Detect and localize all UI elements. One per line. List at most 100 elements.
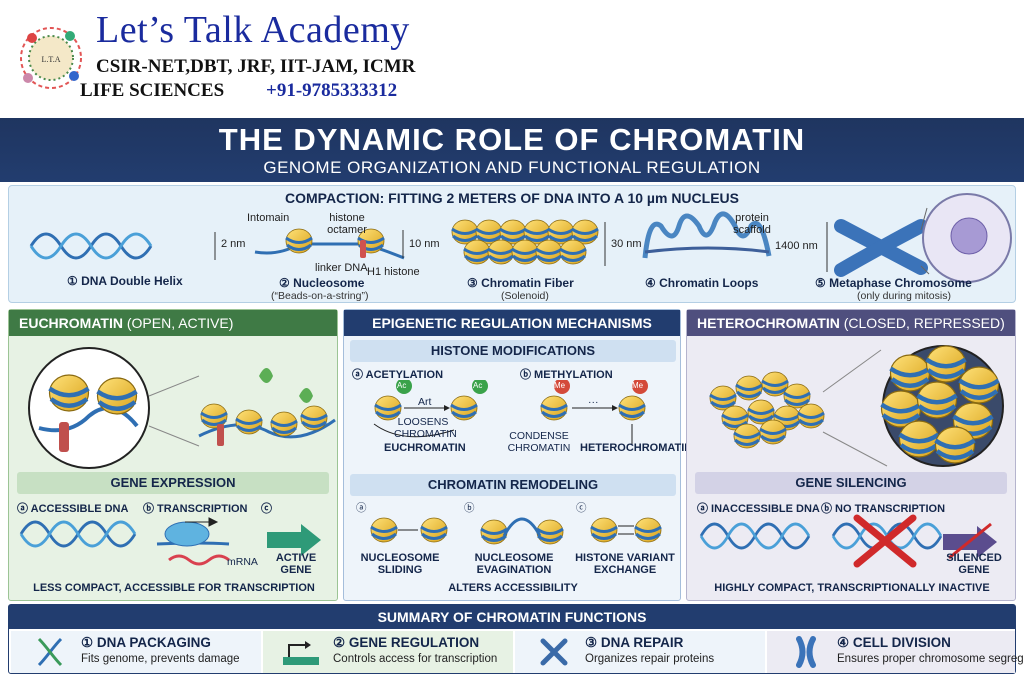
euchromatin-result: EUCHROMATIN: [384, 442, 466, 454]
linker-dna-strand: [254, 242, 405, 260]
het-item-b: ⓑ NO TRANSCRIPTION: [821, 503, 946, 515]
academy-logo-icon: L.T.A: [20, 27, 82, 89]
gene-silencing-header: GENE SILENCING: [695, 472, 1007, 494]
summary-section: SUMMARY OF CHROMATIN FUNCTIONS ① DNA PAC…: [8, 604, 1024, 674]
acetylation-label: ⓐ ACETYLATION: [352, 369, 444, 381]
remodel-a: ⓐ: [356, 502, 367, 514]
heterochromatin-note: (CLOSED, REPRESSED): [843, 315, 1005, 331]
summary-gene-regulation: ② GENE REGULATION Controls access for tr…: [263, 631, 513, 673]
ac-badge-2: Ac: [473, 381, 483, 390]
heterochromatin-title: HETEROCHROMATIN: [697, 315, 840, 331]
compaction-diagram: [29, 193, 1012, 283]
metaphase-chromosome-graphic: [834, 219, 928, 277]
tools-icon: [540, 638, 568, 666]
brand-header: L.T.A Let’s Talk Academy CSIR-NET,DBT, J…: [0, 0, 1024, 118]
stage-metaphase-chromosome: ⑤ Metaphase Chromosome: [815, 276, 972, 290]
euchromatin-note: (OPEN, ACTIVE): [126, 315, 234, 331]
euchromatin-caption: LESS COMPACT, ACCESSIBLE FOR TRANSCRIPTI…: [33, 582, 315, 594]
chromatin-loops-graphic: [642, 211, 772, 259]
stage-nucleosome: ② Nucleosome: [279, 276, 365, 290]
mrna-label: mRNA: [227, 556, 258, 568]
page-title: THE DYNAMIC ROLE OF CHROMATIN: [218, 122, 806, 157]
chromosome-icon: [796, 636, 816, 668]
me-badge-1: Me: [554, 381, 566, 390]
euchromatin-panel: EUCHROMATIN (OPEN, ACTIVE) GENE EXPRESSI…: [8, 309, 338, 601]
eu-item-b: ⓑ TRANSCRIPTION: [143, 503, 248, 515]
ac-badge-1: Ac: [397, 381, 407, 390]
gene-expression-graphic: [19, 517, 321, 566]
methylation-label: ⓑ METHYLATION: [520, 369, 613, 381]
stage-dna-helix: ① DNA Double Helix: [67, 274, 183, 288]
gene-expression-header: GENE EXPRESSION: [17, 472, 329, 494]
remodeling-header: CHROMATIN REMODELING: [350, 474, 676, 496]
silenced-gene-label: SILENCED GENE: [946, 552, 1002, 576]
chromatin-fiber-graphic: [450, 218, 600, 266]
remodel-b: ⓑ: [464, 502, 475, 514]
summary-cell-division: ④ CELL DIVISION Ensures proper chromosom…: [767, 631, 1024, 673]
nucleosome-note: (“Beads-on-a-string”): [271, 290, 369, 302]
remodeling-graphic: [369, 516, 663, 546]
nucleosome-size: 10 nm: [409, 238, 440, 250]
me-badge-2: Me: [632, 381, 644, 390]
heterochromatin-graphic: [708, 336, 1004, 467]
fiber-note: (Solenoid): [501, 290, 549, 302]
euchromatin-graphic: [28, 347, 336, 469]
summary-desc-3: Organizes repair proteins: [585, 653, 715, 665]
histone-mod-graphic: [373, 380, 648, 444]
fiber-size: 30 nm: [611, 238, 642, 250]
summary-dna-repair: ③ DNA REPAIR Organizes repair proteins: [515, 631, 765, 673]
summary-title-2: ② GENE REGULATION: [333, 635, 480, 650]
gene-silencing-graphic: [699, 514, 997, 568]
epigenetic-panel: EPIGENETIC REGULATION MECHANISMS HISTONE…: [343, 309, 692, 601]
chromosome-size: 1400 nm: [775, 240, 818, 252]
tag-protein-scaffold: protein scaffold: [733, 212, 771, 236]
dna-helix-graphic: [29, 232, 153, 260]
evagination-label: NUCLEOSOME EVAGINATION: [474, 552, 554, 576]
stage-chromatin-fiber: ③ Chromatin Fiber: [467, 276, 574, 290]
h1-histone-mark: [360, 240, 366, 258]
brand-name: Let’s Talk Academy: [96, 9, 410, 51]
summary-desc-1: Fits genome, prevents damage: [81, 653, 240, 665]
summary-title-4: ④ CELL DIVISION: [837, 635, 951, 650]
variant-label: HISTONE VARIANT EXCHANGE: [575, 552, 675, 576]
summary-title: SUMMARY OF CHROMATIN FUNCTIONS: [9, 605, 1015, 629]
heterochromatin-caption: HIGHLY COMPACT, TRANSCRIPTIONALLY INACTI…: [714, 582, 990, 594]
tag-linker-dna: linker DNA: [315, 262, 368, 274]
brand-phone: +91-9785333312: [266, 80, 398, 101]
chromosome-note: (only during mitosis): [857, 290, 951, 302]
tag-intomain: Intomain: [247, 212, 290, 224]
dots-label: ···: [588, 396, 599, 408]
euchromatin-header: EUCHROMATIN (OPEN, ACTIVE): [9, 310, 337, 336]
heterochromatin-header: HETEROCHROMATIN (CLOSED, REPRESSED): [687, 310, 1015, 336]
brand-subject: LIFE SCIENCES: [80, 80, 225, 101]
het-item-a: ⓐ INACCESSIBLE DNA: [697, 503, 820, 515]
sliding-label: NUCLEOSOME SLIDING: [360, 552, 440, 576]
eu-item-c: ⓒ: [261, 503, 272, 515]
summary-title-3: ③ DNA REPAIR: [585, 635, 684, 650]
summary-title-1: ① DNA PACKAGING: [81, 635, 211, 650]
heterochromatin-result: HETEROCHROMATIN: [580, 442, 693, 454]
tag-histone-octamer: histone octamer: [327, 212, 367, 236]
promoter-icon: [283, 641, 319, 665]
active-gene-label: ACTIVE GENE: [275, 552, 317, 576]
remodel-c: ⓒ: [576, 502, 587, 514]
histone-mod-header: HISTONE MODIFICATIONS: [350, 340, 676, 362]
epigenetic-header: EPIGENETIC REGULATION MECHANISMS: [344, 310, 680, 336]
heterochromatin-panel: HETEROCHROMATIN (CLOSED, REPRESSED) GENE…: [686, 309, 1016, 601]
condense-label: CONDENSE CHROMATIN: [507, 430, 571, 454]
loosens-label: LOOSENS CHROMATIN: [394, 416, 457, 440]
dna-icon: [37, 637, 63, 667]
eu-item-a: ⓐ ACCESSIBLE DNA: [17, 503, 129, 515]
stage-chromatin-loops: ④ Chromatin Loops: [645, 276, 759, 290]
compaction-section: COMPACTION: FITTING 2 METERS OF DNA INTO…: [8, 185, 1016, 303]
art-label: Art: [418, 396, 432, 408]
remodel-caption: ALTERS ACCESSIBILITY: [448, 582, 578, 594]
summary-desc-4: Ensures proper chromosome segregation: [837, 653, 1024, 665]
svg-text:L.T.A: L.T.A: [42, 55, 61, 64]
tag-h1-histone: H1 histone: [367, 266, 420, 278]
summary-dna-packaging: ① DNA PACKAGING Fits genome, prevents da…: [11, 631, 261, 673]
summary-desc-2: Controls access for transcription: [333, 653, 498, 665]
brand-exams: CSIR-NET,DBT, JRF, IIT-JAM, ICMR: [96, 56, 416, 77]
compaction-title: COMPACTION: FITTING 2 METERS OF DNA INTO…: [284, 190, 739, 206]
title-banner: THE DYNAMIC ROLE OF CHROMATIN GENOME ORG…: [0, 118, 1024, 182]
